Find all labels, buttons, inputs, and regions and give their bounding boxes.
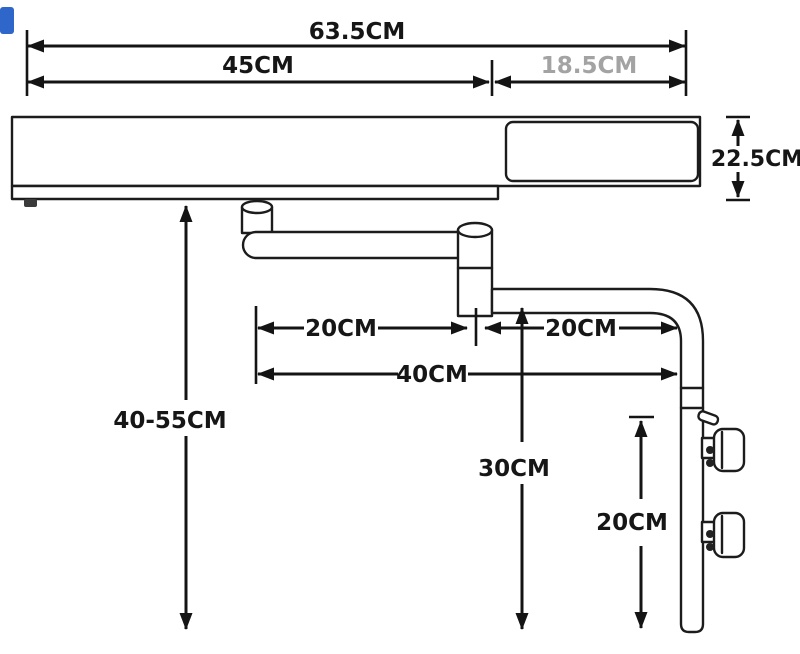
screw-dot <box>706 446 714 454</box>
screw-dot <box>706 459 714 467</box>
dim-label-depth: 22.5CM <box>711 147 800 172</box>
logo-fragment-icon <box>0 7 14 34</box>
tray-side-section <box>504 120 700 183</box>
dim-label-main-tray: 45CM <box>222 53 294 79</box>
dim-label-reach: 40CM <box>396 362 468 388</box>
dim-label-total-width: 63.5CM <box>309 19 406 45</box>
dim-label-front-arm: 20CM <box>305 316 377 342</box>
clamp-cup-2 <box>712 511 746 559</box>
upper-arm <box>241 230 493 260</box>
release-lever <box>697 410 720 426</box>
mount-cylinder-top <box>240 199 274 215</box>
joint-cylinder <box>456 228 494 318</box>
dim-label-drop: 30CM <box>478 456 550 482</box>
dimension-annotations: 63.5CM 45CM 18.5CM 22.5CM 40-55CM 20CM <box>25 19 800 630</box>
screw-dot <box>706 543 714 551</box>
joint-cylinder-top <box>456 221 494 239</box>
clamp-cup-1 <box>712 427 746 473</box>
tray-foot-clip <box>24 199 37 207</box>
tray-front-lip <box>10 184 500 201</box>
dim-label-rear-arm: 20CM <box>545 316 617 342</box>
dim-label-clamp-travel: 20CM <box>596 510 668 536</box>
arm-tray-drawing <box>10 115 746 634</box>
screw-dot <box>706 530 714 538</box>
dim-label-height-range: 40-55CM <box>113 408 226 434</box>
dim-label-side-tray: 18.5CM <box>541 53 638 79</box>
